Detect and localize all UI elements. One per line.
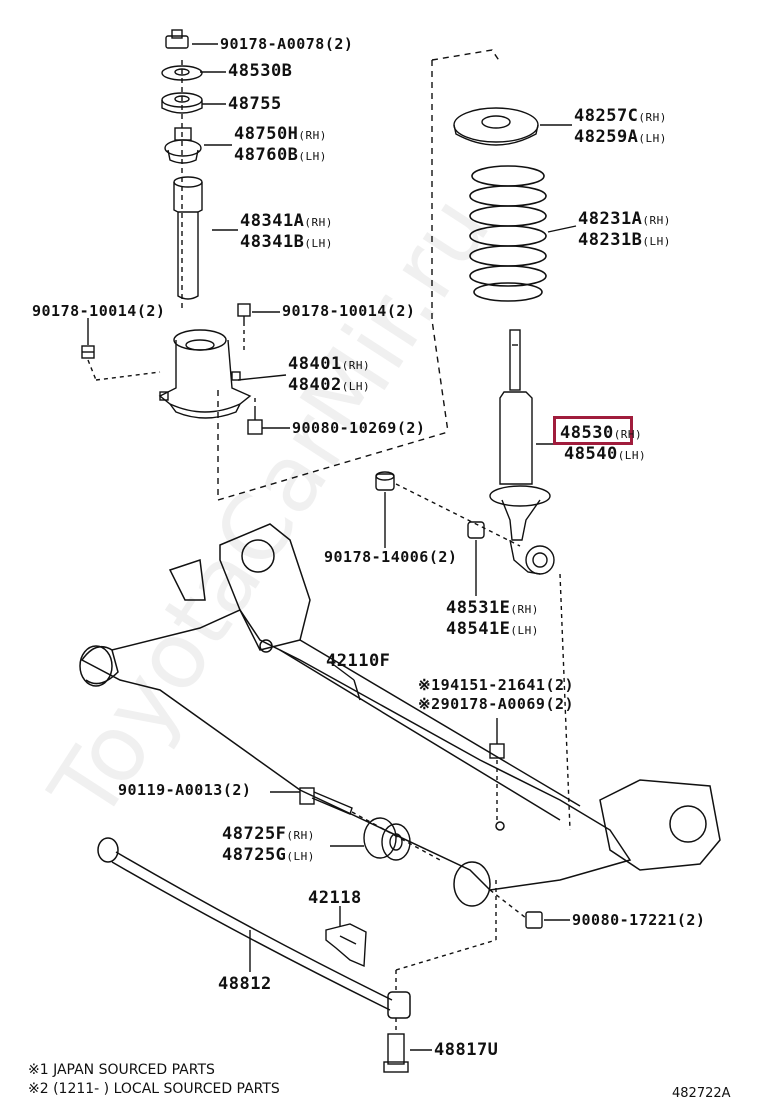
- part-label-48257C[interactable]: 48257C(RH): [574, 106, 667, 126]
- part-label-90178-A0069[interactable]: ※290178-A0069(2): [418, 695, 575, 713]
- bolt-icon-left: [81, 345, 95, 359]
- part-label-48341A[interactable]: 48341A(RH): [240, 211, 333, 231]
- part-label-48725G[interactable]: 48725G(LH): [222, 845, 315, 865]
- part-label-90178-14006[interactable]: 90178-14006(2): [324, 548, 458, 566]
- part-label-48231B[interactable]: 48231B(LH): [578, 230, 671, 250]
- part-label-42118[interactable]: 42118: [308, 888, 362, 908]
- spring-seat-icon: [453, 107, 539, 146]
- part-label-90080-17221[interactable]: 90080-17221(2): [572, 911, 706, 929]
- part-label-48755[interactable]: 48755: [228, 94, 282, 114]
- part-label-48760B[interactable]: 48760B(LH): [234, 145, 327, 165]
- part-label-48812[interactable]: 48812: [218, 974, 272, 994]
- support-icon: [164, 127, 202, 164]
- footnote-1: ※1 JAPAN SOURCED PARTS: [28, 1062, 215, 1078]
- bracket-icon: [325, 923, 367, 968]
- washer-icon: [161, 65, 203, 81]
- part-label-48341B[interactable]: 48341B(LH): [240, 232, 333, 252]
- part-label-48259A[interactable]: 48259A(LH): [574, 127, 667, 147]
- part-label-48402[interactable]: 48402(LH): [288, 375, 371, 395]
- bolt-icon: [247, 410, 263, 435]
- part-label-90080-10269[interactable]: 90080-10269(2): [292, 419, 426, 437]
- nut-icon-94151: [489, 743, 505, 759]
- part-label-48540[interactable]: 48540(LH): [564, 444, 647, 464]
- part-label-90178-A0078[interactable]: 90178-A0078(2): [220, 35, 354, 53]
- part-label-48401[interactable]: 48401(RH): [288, 354, 371, 374]
- bolt-icon-right: [237, 303, 251, 326]
- part-label-48750H[interactable]: 48750H(RH): [234, 124, 327, 144]
- part-label-48531E[interactable]: 48531E(RH): [446, 598, 539, 618]
- part-label-48231A[interactable]: 48231A(RH): [578, 209, 671, 229]
- part-label-94151-21641[interactable]: ※194151-21641(2): [418, 676, 575, 694]
- part-label-48530B[interactable]: 48530B: [228, 61, 293, 81]
- assembly-dash-box: [431, 49, 501, 63]
- diagram-code: 482722A: [672, 1086, 731, 1101]
- part-label-90178-10014-right[interactable]: 90178-10014(2): [282, 302, 416, 320]
- bushing-nut-icon: [375, 471, 395, 491]
- bushing-icon-48531: [467, 521, 485, 539]
- part-label-90178-10014-left[interactable]: 90178-10014(2): [32, 302, 166, 320]
- part-label-48541E[interactable]: 48541E(LH): [446, 619, 539, 639]
- long-bolt-icon: [299, 787, 353, 815]
- nut-icon: [165, 29, 189, 49]
- part-label-48725F[interactable]: 48725F(RH): [222, 824, 315, 844]
- part-label-48817U[interactable]: 48817U: [434, 1040, 499, 1060]
- upper-mount-icon: [158, 329, 252, 419]
- part-label-42110F[interactable]: 42110F: [326, 651, 391, 671]
- part-label-90119-A0013[interactable]: 90119-A0013(2): [118, 781, 252, 799]
- part-label-48530[interactable]: 48530(RH): [560, 423, 643, 443]
- highlight-box: [553, 416, 633, 445]
- nut-icon-90080: [525, 911, 543, 929]
- footnote-2: ※2 (1211- ) LOCAL SOURCED PARTS: [28, 1081, 280, 1097]
- shock-absorber-icon: [489, 329, 555, 575]
- bushing-icon: [161, 92, 203, 114]
- bolt-icon-48817: [383, 1033, 409, 1073]
- boot-icon: [173, 176, 203, 300]
- coil-spring-icon: [469, 165, 547, 302]
- axle-bushing-icon: [363, 817, 411, 861]
- lateral-rod-icon: [97, 837, 411, 1019]
- axle-beam-icon: [79, 523, 721, 907]
